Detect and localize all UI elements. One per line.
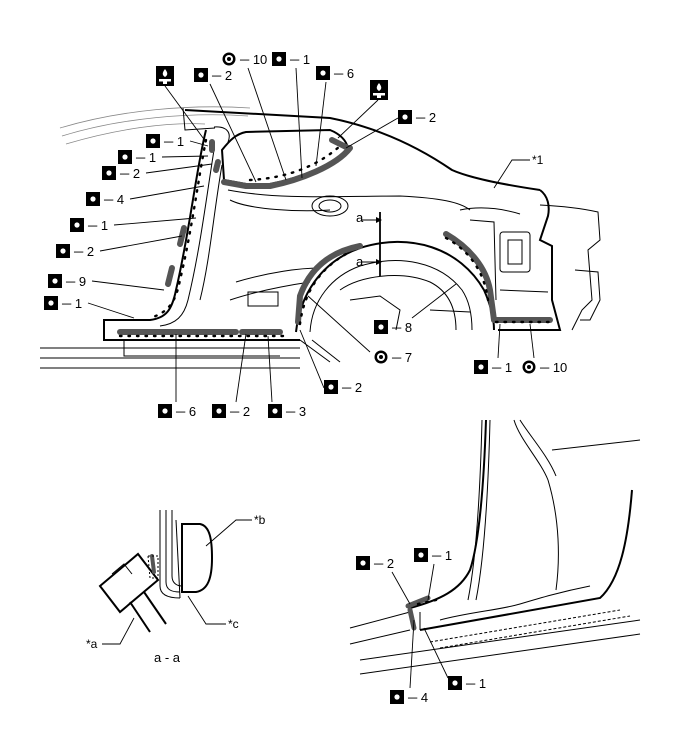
callout-label: ─ 1 — [465, 676, 486, 691]
callout-label: ─ 2 — [415, 110, 436, 125]
callout-label: ─ 2 — [373, 556, 394, 571]
spot-weld-icon — [194, 68, 208, 82]
double-ring-icon — [374, 350, 388, 364]
callout-label: ─ 2 — [341, 380, 362, 395]
sealer-gun-icon — [156, 66, 174, 86]
callout-left-7: ─ 9 — [48, 274, 86, 289]
callout-label: ─ 1 — [289, 52, 310, 67]
callout-label: ─ 10 — [239, 52, 267, 67]
callout-left-3: ─ 2 — [102, 166, 140, 181]
spot-weld-icon — [448, 676, 462, 690]
callout-bottom-1: ─ 6 — [158, 404, 196, 419]
callout-left-8: ─ 1 — [44, 296, 82, 311]
callout-label: ─ 1 — [491, 360, 512, 375]
callout-left-4: ─ 4 — [86, 192, 124, 207]
callout-star-c: *c — [228, 617, 239, 631]
callout-label: ─ 7 — [391, 350, 412, 365]
callout-inset-2: ─ 1 — [414, 548, 452, 563]
callout-label: ─ 2 — [119, 166, 140, 181]
callout-inset-1: ─ 2 — [356, 556, 394, 571]
spot-weld-icon — [70, 218, 84, 232]
callout-bottom-2: ─ 2 — [212, 404, 250, 419]
callout-label: ─ 10 — [539, 360, 567, 375]
spot-weld-icon — [158, 404, 172, 418]
callout-inset-3: ─ 4 — [390, 690, 428, 705]
callout-left-2: ─ 1 — [118, 150, 156, 165]
spot-weld-icon — [272, 52, 286, 66]
callout-star-a: *a — [86, 637, 98, 651]
callout-bottom-4: ─ 2 — [324, 380, 362, 395]
spot-weld-icon — [48, 274, 62, 288]
rocker-detail-inset — [349, 419, 641, 675]
callout-right-1: ─ 1 — [474, 360, 512, 375]
section-marker-a-bottom: a — [356, 254, 364, 269]
double-ring-icon — [222, 52, 236, 66]
section-marker-a-top: a — [356, 210, 364, 225]
callout-label: ─ 8 — [391, 320, 412, 335]
spot-weld-icon — [118, 150, 132, 164]
callout-label: ─ 1 — [87, 218, 108, 233]
callout-star-b: *b — [254, 513, 266, 527]
spot-weld-icon — [102, 166, 116, 180]
callout-label: ─ 3 — [285, 404, 306, 419]
double-ring-icon — [522, 360, 536, 374]
callout-left-1: ─ 1 — [146, 134, 184, 149]
spot-weld-icon — [374, 320, 388, 334]
section-a-a-detail — [98, 510, 214, 633]
callout-label: ─ 4 — [103, 192, 124, 207]
callout-top-5: ─ 2 — [398, 110, 436, 125]
spot-weld-icon — [474, 360, 488, 374]
callout-left-5: ─ 1 — [70, 218, 108, 233]
callout-label: ─ 9 — [65, 274, 86, 289]
callout-top-1: ─ 2 — [194, 68, 232, 83]
spot-weld-icon — [56, 244, 70, 258]
spot-weld-icon — [356, 556, 370, 570]
sealer-gun-icon — [370, 80, 388, 100]
spot-weld-icon — [86, 192, 100, 206]
callout-label: ─ 1 — [135, 150, 156, 165]
callout-label: ─ 4 — [407, 690, 428, 705]
spot-weld-icon — [324, 380, 338, 394]
spot-weld-icon — [44, 296, 58, 310]
section-caption: a - a — [154, 650, 181, 665]
callout-mid-1: ─ 8 — [374, 320, 412, 335]
spot-weld-icon — [414, 548, 428, 562]
callout-label: ─ 6 — [333, 66, 354, 81]
callout-star-1: *1 — [532, 153, 544, 167]
spot-weld-icon — [212, 404, 226, 418]
callout-top-3: ─ 1 — [272, 52, 310, 67]
callout-label: ─ 2 — [73, 244, 94, 259]
callout-top-2: ─ 10 — [222, 52, 267, 67]
spot-weld-icon — [146, 134, 160, 148]
callout-label: ─ 1 — [61, 296, 82, 311]
callout-left-6: ─ 2 — [56, 244, 94, 259]
callout-inset-4: ─ 1 — [448, 676, 486, 691]
callout-label: ─ 2 — [229, 404, 250, 419]
quarter-panel-drawing — [40, 106, 601, 369]
callout-label: ─ 1 — [163, 134, 184, 149]
callout-mid-2: ─ 7 — [374, 350, 412, 365]
callout-label: ─ 2 — [211, 68, 232, 83]
spot-weld-icon — [390, 690, 404, 704]
callout-top-4: ─ 6 — [316, 66, 354, 81]
spot-weld-icon — [316, 66, 330, 80]
callout-label: ─ 1 — [431, 548, 452, 563]
callout-label: ─ 6 — [175, 404, 196, 419]
spot-weld-icon — [398, 110, 412, 124]
callout-right-2: ─ 10 — [522, 360, 567, 375]
callout-bottom-3: ─ 3 — [268, 404, 306, 419]
spot-weld-icon — [268, 404, 282, 418]
